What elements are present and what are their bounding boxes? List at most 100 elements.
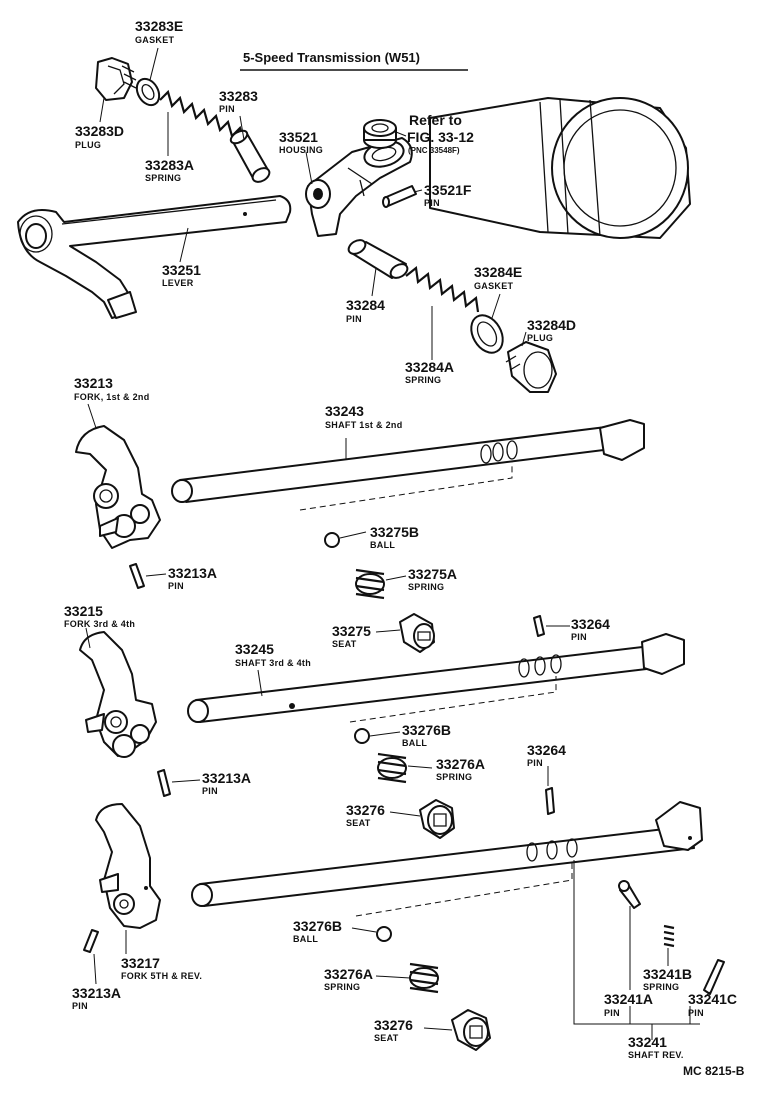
shaft-33243-drawing bbox=[171, 419, 645, 503]
svg-text:SEAT: SEAT bbox=[332, 639, 357, 649]
svg-text:33284A: 33284A bbox=[405, 359, 454, 375]
part-label-33275b: 33275B BALL bbox=[370, 524, 419, 550]
svg-text:33275: 33275 bbox=[332, 623, 371, 639]
svg-text:SEAT: SEAT bbox=[374, 1033, 399, 1043]
svg-text:PIN: PIN bbox=[202, 786, 218, 796]
svg-text:33241B: 33241B bbox=[643, 966, 692, 982]
svg-text:33284E: 33284E bbox=[474, 264, 522, 280]
part-label-33215: 33215 FORK 3rd & 4th bbox=[64, 603, 135, 629]
pin-33264-2-drawing bbox=[545, 787, 555, 815]
part-label-33241a: 33241A PIN bbox=[604, 991, 653, 1018]
svg-text:33213A: 33213A bbox=[202, 770, 251, 786]
svg-text:SPRING: SPRING bbox=[436, 772, 472, 782]
svg-text:PLUG: PLUG bbox=[527, 333, 553, 343]
svg-text:33251: 33251 bbox=[162, 262, 201, 278]
seat-33276-1-drawing bbox=[419, 799, 455, 839]
part-label-33245: 33245 SHAFT 3rd & 4th bbox=[235, 641, 311, 668]
part-label-33521f: 33521F PIN bbox=[424, 182, 472, 208]
part-label-33241: 33241 SHAFT REV. bbox=[628, 1034, 684, 1060]
svg-text:FORK 5TH & REV.: FORK 5TH & REV. bbox=[121, 971, 202, 981]
svg-text:SEAT: SEAT bbox=[346, 818, 371, 828]
svg-text:SPRING: SPRING bbox=[405, 375, 441, 385]
svg-text:33241: 33241 bbox=[628, 1034, 667, 1050]
part-label-33283d: 33283D PLUG bbox=[75, 123, 124, 150]
shaft-33245-drawing bbox=[187, 633, 685, 723]
svg-text:FORK, 1st & 2nd: FORK, 1st & 2nd bbox=[74, 392, 150, 402]
svg-text:33276B: 33276B bbox=[293, 918, 342, 934]
svg-text:HOUSING: HOUSING bbox=[279, 145, 323, 155]
gasket-33284e-drawing bbox=[470, 314, 504, 354]
svg-text:33241C: 33241C bbox=[688, 991, 737, 1007]
plug-33284d-drawing bbox=[505, 341, 557, 393]
part-label-33521: 33521 HOUSING bbox=[279, 129, 323, 155]
shaft-33241-drawing bbox=[191, 801, 703, 907]
pin-33213a-2-drawing bbox=[157, 769, 171, 797]
plug-33283d-drawing bbox=[95, 57, 137, 101]
bracket-33241 bbox=[573, 860, 700, 1040]
svg-text:PIN: PIN bbox=[72, 1001, 88, 1011]
part-label-33276a-1: 33276A SPRING bbox=[436, 756, 485, 782]
svg-text:FORK 3rd & 4th: FORK 3rd & 4th bbox=[64, 619, 135, 629]
spring-33276a-1-drawing bbox=[377, 752, 407, 784]
svg-text:33264: 33264 bbox=[571, 616, 610, 632]
fork-33217-drawing bbox=[95, 803, 161, 929]
leader-lines bbox=[85, 47, 711, 1031]
pin-33213a-1-drawing bbox=[129, 563, 145, 589]
svg-text:33521F: 33521F bbox=[424, 182, 472, 198]
pin-33284-drawing bbox=[347, 239, 409, 279]
part-label-33275a: 33275A SPRING bbox=[408, 566, 457, 592]
part-label-33217: 33217 FORK 5TH & REV. bbox=[121, 955, 202, 981]
transmission-case-drawing bbox=[429, 97, 691, 239]
svg-text:PIN: PIN bbox=[424, 198, 440, 208]
svg-text:33276: 33276 bbox=[346, 802, 385, 818]
title-text: 5-Speed Transmission (W51) bbox=[243, 50, 420, 65]
svg-text:BALL: BALL bbox=[370, 540, 395, 550]
svg-text:SHAFT REV.: SHAFT REV. bbox=[628, 1050, 684, 1060]
part-label-33276b-2: 33276B BALL bbox=[293, 918, 342, 944]
ball-33275b-drawing bbox=[324, 532, 340, 548]
part-label-33264-2: 33264 PIN bbox=[527, 742, 566, 768]
svg-text:33283A: 33283A bbox=[145, 157, 194, 173]
svg-text:33245: 33245 bbox=[235, 641, 274, 657]
part-label-33276a-2: 33276A SPRING bbox=[324, 966, 373, 992]
svg-text:33284D: 33284D bbox=[527, 317, 576, 333]
seat-33275-drawing bbox=[399, 613, 435, 653]
svg-text:33283: 33283 bbox=[219, 88, 258, 104]
svg-text:LEVER: LEVER bbox=[162, 278, 194, 288]
part-label-33283: 33283 PIN bbox=[219, 88, 258, 114]
svg-text:33243: 33243 bbox=[325, 403, 364, 419]
svg-text:33241A: 33241A bbox=[604, 991, 653, 1007]
pin-33213a-3-drawing bbox=[83, 929, 99, 953]
fork-33215-drawing bbox=[79, 631, 157, 758]
svg-text:GASKET: GASKET bbox=[135, 35, 175, 45]
spring-33283a-drawing bbox=[159, 89, 246, 143]
ball-33276b-2-drawing bbox=[376, 926, 392, 942]
diagram-code: MC 8215-B bbox=[683, 1064, 745, 1078]
svg-text:33284: 33284 bbox=[346, 297, 385, 313]
svg-text:SPRING: SPRING bbox=[324, 982, 360, 992]
svg-text:SHAFT 3rd & 4th: SHAFT 3rd & 4th bbox=[235, 658, 311, 668]
part-label-33243: 33243 SHAFT 1st & 2nd bbox=[325, 403, 402, 430]
part-label-33213a-1: 33213A PIN bbox=[168, 565, 217, 591]
svg-text:33276B: 33276B bbox=[402, 722, 451, 738]
svg-text:PIN: PIN bbox=[527, 758, 543, 768]
lever-33251-drawing bbox=[17, 195, 292, 319]
svg-text:33213: 33213 bbox=[74, 375, 113, 391]
spring-33284a-drawing bbox=[405, 265, 480, 313]
part-label-33276-1: 33276 SEAT bbox=[346, 802, 385, 828]
svg-text:PIN: PIN bbox=[688, 1008, 704, 1018]
diagram-title: 5-Speed Transmission (W51) bbox=[240, 50, 468, 71]
part-label-33264-1: 33264 PIN bbox=[571, 616, 610, 642]
svg-text:PIN: PIN bbox=[571, 632, 587, 642]
pin-33264-1-drawing bbox=[533, 615, 545, 637]
part-label-33241b: 33241B SPRING bbox=[643, 966, 692, 992]
svg-text:33276A: 33276A bbox=[324, 966, 373, 982]
svg-text:PIN: PIN bbox=[168, 581, 184, 591]
svg-text:33213A: 33213A bbox=[168, 565, 217, 581]
svg-text:GASKET: GASKET bbox=[474, 281, 514, 291]
svg-text:33283E: 33283E bbox=[135, 18, 183, 34]
part-label-33241c: 33241C PIN bbox=[688, 991, 737, 1018]
svg-text:33217: 33217 bbox=[121, 955, 160, 971]
part-label-33276b-1: 33276B BALL bbox=[402, 722, 451, 748]
